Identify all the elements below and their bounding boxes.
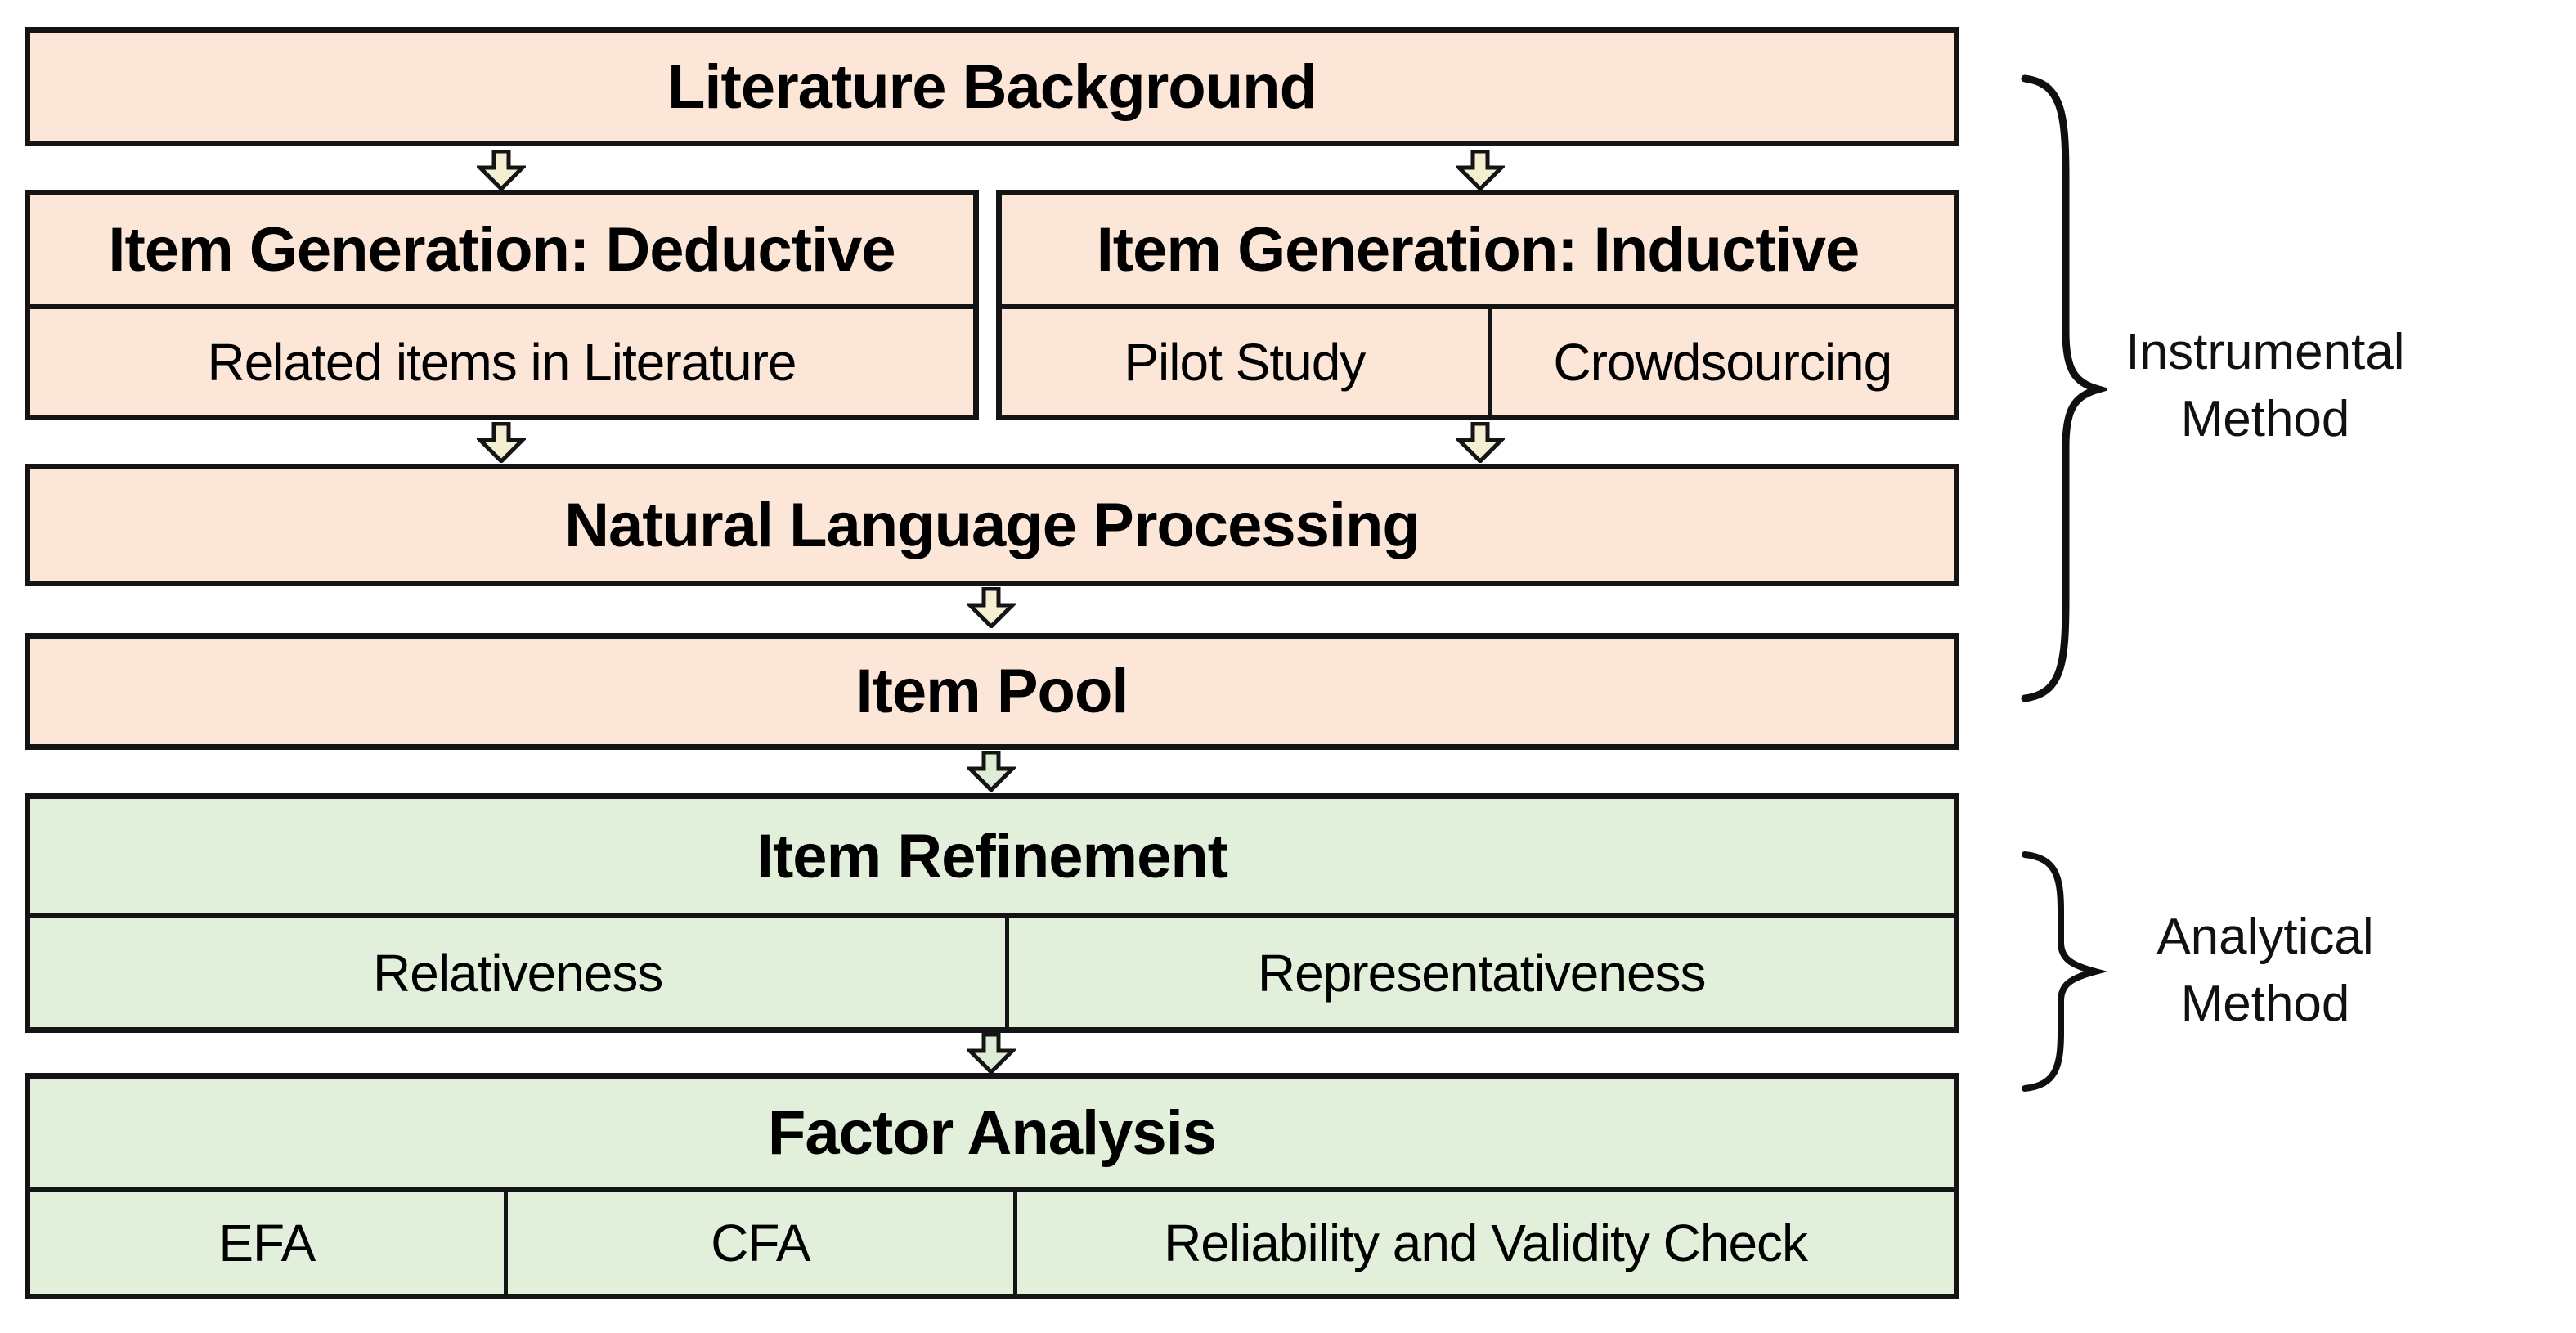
instrumental-method-line1: Instrumental (2125, 324, 2405, 380)
literature-background-box: Literature Background (25, 27, 1959, 146)
instrumental-method-label: Instrumental Method (2004, 319, 2527, 453)
cfa-cell: CFA (503, 1192, 1014, 1294)
refinement-sub-row: Relativeness Representativeness (30, 913, 1954, 1027)
pilot-study-cell: Pilot Study (1124, 332, 1366, 392)
item-refinement-header: Item Refinement (756, 821, 1228, 891)
down-arrow-icon (477, 150, 526, 191)
item-refinement-box: Item Refinement Relativeness Representat… (25, 793, 1959, 1033)
factor-analysis-header: Factor Analysis (767, 1097, 1217, 1168)
analytical-method-line1: Analytical (2156, 909, 2374, 965)
related-items-cell: Related items in Literature (207, 332, 797, 392)
natural-language-processing-label: Natural Language Processing (564, 490, 1420, 560)
factor-analysis-box: Factor Analysis EFA CFA Reliability and … (25, 1073, 1959, 1299)
down-arrow-icon (1456, 422, 1505, 463)
item-generation-inductive-header: Item Generation: Inductive (1096, 215, 1860, 285)
inductive-sub-row: Pilot Study Crowdsourcing (1002, 304, 1954, 415)
item-generation-deductive-box: Item Generation: Deductive Related items… (25, 190, 979, 420)
instrumental-method-line2: Method (2180, 390, 2350, 447)
factor-sub-row: EFA CFA Reliability and Validity Check (30, 1187, 1954, 1294)
down-arrow-icon (967, 1033, 1016, 1074)
curly-brace-icon (2021, 74, 2107, 702)
item-pool-label: Item Pool (855, 657, 1129, 726)
analytical-method-label: Analytical Method (2004, 904, 2527, 1038)
efa-cell: EFA (218, 1213, 316, 1272)
crowdsourcing-cell: Crowdsourcing (1487, 309, 1954, 415)
analytical-method-line2: Method (2180, 975, 2350, 1032)
down-arrow-icon (477, 422, 526, 463)
reliability-validity-check-cell: Reliability and Validity Check (1013, 1192, 1954, 1294)
item-generation-deductive-header: Item Generation: Deductive (108, 215, 895, 285)
literature-background-label: Literature Background (666, 52, 1317, 122)
representativeness-cell: Representativeness (1005, 918, 1954, 1027)
curly-brace-icon (2022, 851, 2107, 1092)
down-arrow-icon (1456, 150, 1505, 191)
deductive-sub-row: Related items in Literature (30, 304, 973, 415)
item-generation-inductive-box: Item Generation: Inductive Pilot Study C… (996, 190, 1959, 420)
relativeness-cell: Relativeness (373, 943, 663, 1003)
natural-language-processing-box: Natural Language Processing (25, 464, 1959, 586)
down-arrow-icon (967, 587, 1016, 628)
item-pool-box: Item Pool (25, 633, 1959, 750)
down-arrow-icon (967, 751, 1016, 792)
